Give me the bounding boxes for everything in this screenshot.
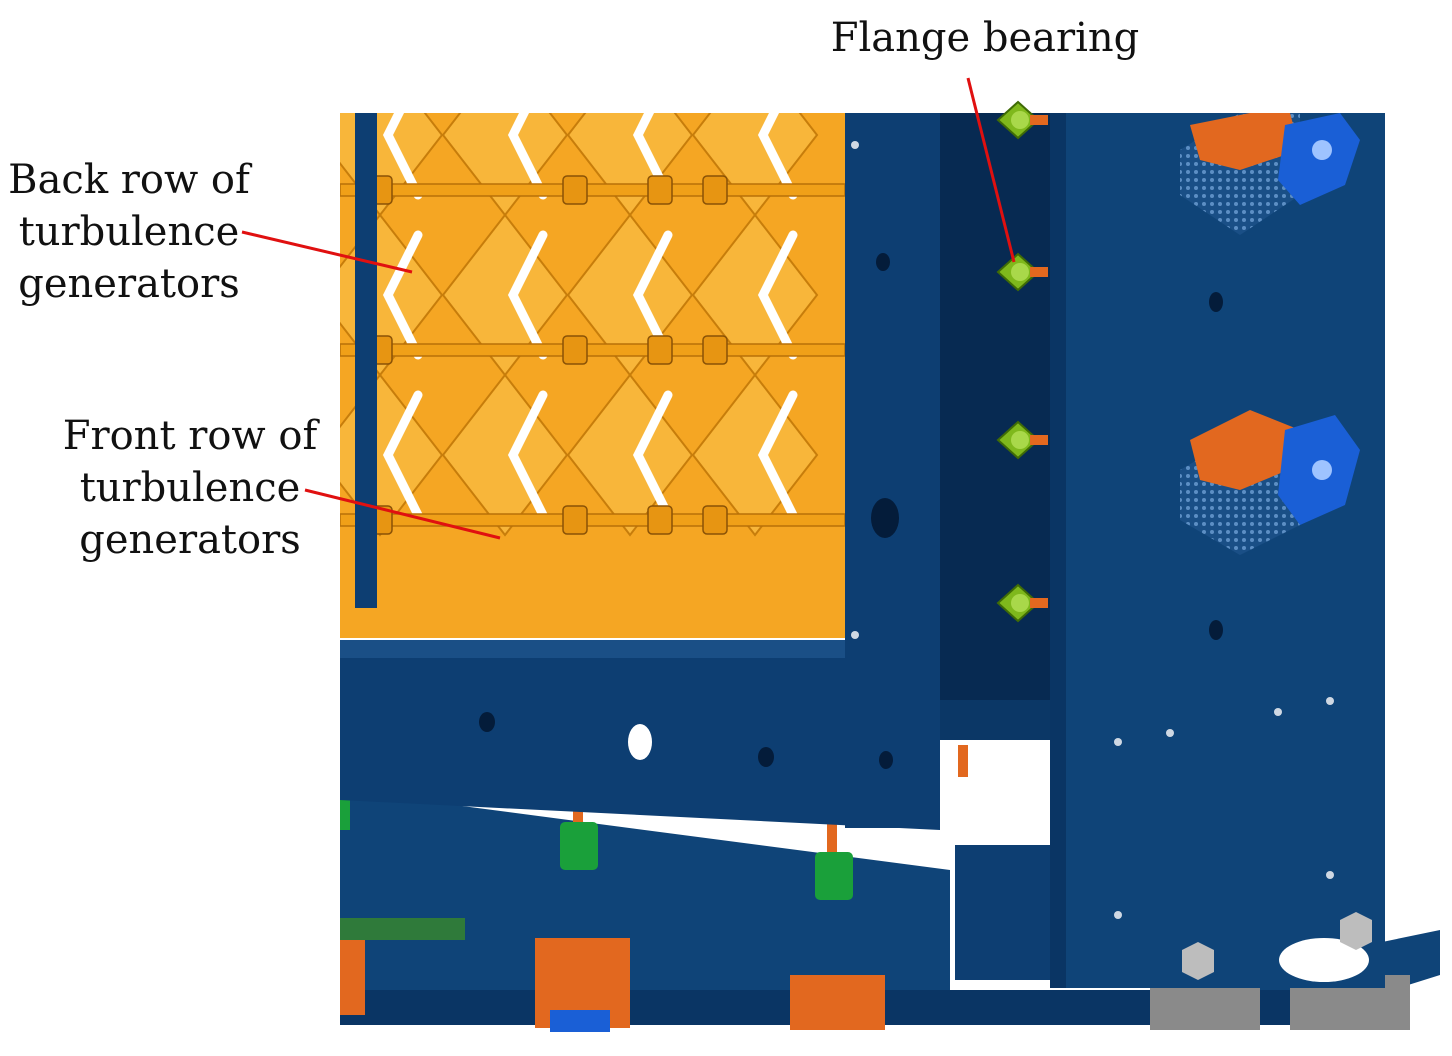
flange-bearing-bore xyxy=(1011,263,1029,281)
label-front-row-line2: turbulence xyxy=(79,465,301,511)
bottom-motors xyxy=(340,918,1410,1032)
generator-gap xyxy=(382,390,423,520)
leader-lines xyxy=(241,77,1016,540)
label-front-row-line1: Front row of xyxy=(62,413,318,459)
generator-gap xyxy=(757,230,798,360)
frame-holes xyxy=(479,253,1369,982)
generator-gap xyxy=(382,230,423,360)
generator-gap xyxy=(632,113,673,200)
frame-hole-open xyxy=(628,724,652,760)
turbulence-generator-grid xyxy=(340,113,845,638)
rod-clamp xyxy=(647,335,673,365)
flange-bearing-shaft xyxy=(1030,598,1048,608)
leader-line-flange xyxy=(966,77,1016,263)
flange-bearing-shaft xyxy=(1030,115,1048,125)
generator-gap xyxy=(632,390,673,520)
rod-clamp xyxy=(702,335,728,365)
frame-side-panel xyxy=(1050,113,1385,988)
leader-line-back xyxy=(241,230,413,274)
frame-side-panel-edge xyxy=(1050,113,1066,988)
generator-rod xyxy=(340,183,845,197)
panel-screws xyxy=(851,141,1334,919)
generator-rod xyxy=(340,343,845,357)
base-plate xyxy=(340,790,950,990)
frame-block xyxy=(955,845,1050,980)
rod-clamp xyxy=(562,175,588,205)
generator-gap xyxy=(757,113,798,200)
label-back-row: Back row of turbulence generators xyxy=(0,154,258,310)
generator-gap xyxy=(632,230,673,360)
label-flange-bearing-text: Flange bearing xyxy=(830,15,1140,61)
frame-lower-rail-top xyxy=(340,640,940,658)
label-flange-bearing: Flange bearing xyxy=(830,12,1140,64)
label-back-row-line3: generators xyxy=(18,261,240,307)
rod-clamp xyxy=(562,335,588,365)
generator-gap xyxy=(507,390,548,520)
frame-back-shelf xyxy=(940,700,1050,740)
flange-bearing-bore xyxy=(1011,431,1029,449)
flange-bearing-bore xyxy=(1011,594,1029,612)
rod-clamp xyxy=(562,505,588,535)
generator-gap xyxy=(507,113,548,200)
generator-gap xyxy=(757,390,798,520)
label-front-row: Front row of turbulence generators xyxy=(60,410,320,566)
rod-clamp xyxy=(702,175,728,205)
side-motor-upper xyxy=(1180,113,1360,235)
frame-front-post xyxy=(845,113,940,828)
frame-back-panel xyxy=(940,113,1050,703)
side-motor-lower xyxy=(1180,410,1360,555)
flange-bearings xyxy=(996,100,1048,623)
leader-line-front xyxy=(304,488,501,540)
generator-gap xyxy=(382,113,423,200)
flange-bearing-bore xyxy=(1011,111,1029,129)
rod-clamp xyxy=(702,505,728,535)
flange-bearing-shaft xyxy=(1030,435,1048,445)
shaft-couplings xyxy=(340,745,968,900)
label-front-row-line3: generators xyxy=(79,517,301,563)
generator-gap xyxy=(507,230,548,360)
label-back-row-line1: Back row of xyxy=(8,157,250,203)
rod-clamp xyxy=(647,175,673,205)
flange-bearing-shaft xyxy=(1030,267,1048,277)
rod-clamp xyxy=(647,505,673,535)
base-nuts xyxy=(1182,912,1372,980)
label-back-row-line2: turbulence xyxy=(18,209,240,255)
grid-left-post xyxy=(355,113,377,608)
